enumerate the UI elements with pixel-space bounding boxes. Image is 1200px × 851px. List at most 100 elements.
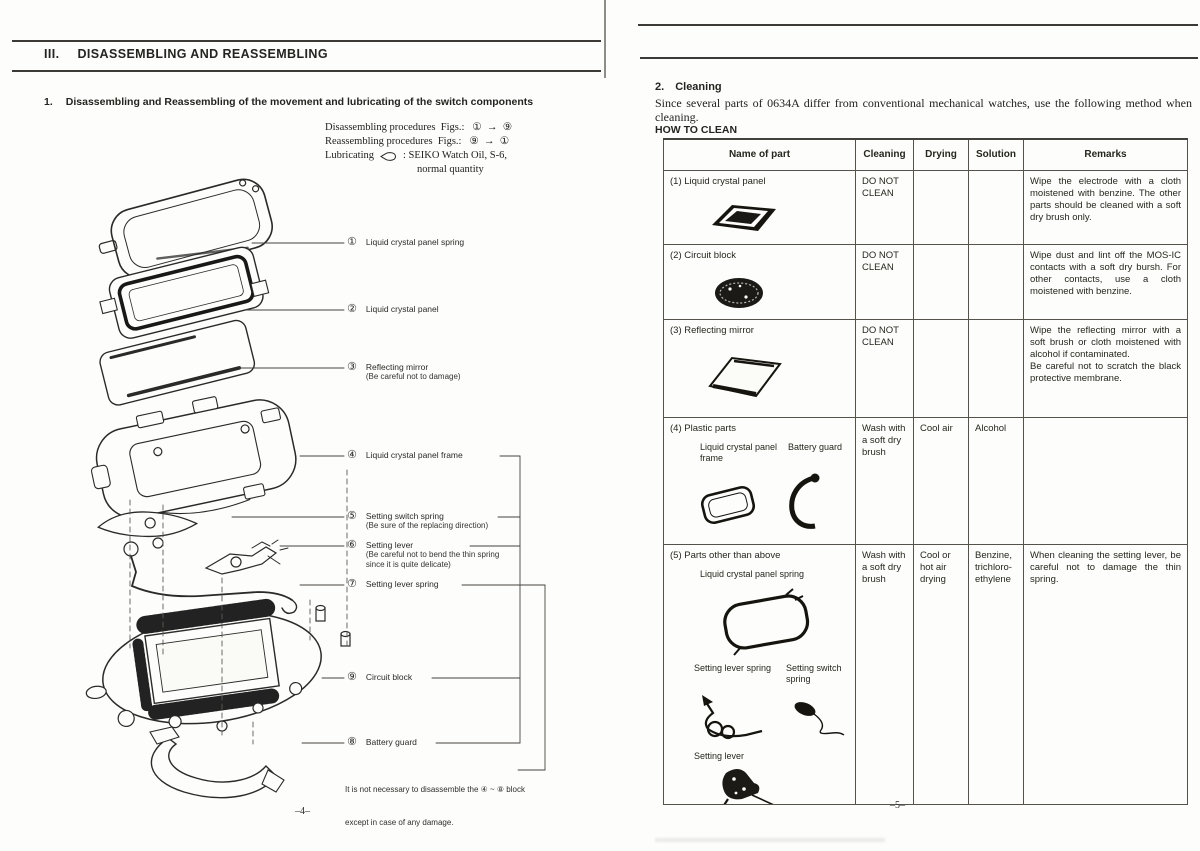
how-to-clean-title: HOW TO CLEAN: [655, 124, 738, 136]
table-row: (2) Circuit block DO NOT CLEAN Wipe dust…: [663, 244, 1188, 320]
solution-cell: Alcohol: [968, 417, 1024, 545]
solution-cell: [968, 319, 1024, 418]
table-row: (5) Parts other than above Liquid crysta…: [663, 544, 1188, 805]
liquid-crystal-panel-illustration: [712, 205, 776, 231]
subsection-heading: 1. Disassembling and Reassembling of the…: [44, 96, 584, 108]
part-name: (4) Plastic parts: [670, 423, 736, 434]
remarks-cell: Wipe the electrode with a cloth moistene…: [1023, 170, 1188, 245]
part-circuit-block: [85, 598, 351, 729]
drying-cell: [913, 244, 969, 320]
label-lcd-panel: ② Liquid crystal panel: [347, 303, 439, 315]
remarks-cell: [1023, 417, 1188, 545]
cleaning-cell: Wash with a soft dry brush: [855, 544, 914, 805]
assembly-guide-lines: [129, 469, 348, 745]
lubricating-value: : SEIKO Watch Oil, S-6,: [402, 150, 507, 161]
diagram-footnote: It is not necessary to disassemble the ④…: [345, 785, 525, 827]
oil-symbol-icon: [380, 151, 396, 161]
col-name-of-part: Name of part: [663, 138, 856, 171]
drying-cell: Cool or hot air drying: [913, 544, 969, 805]
label-battery-guard: ⑧ Battery guard: [347, 736, 417, 748]
label-switch-spring: ⑤ Setting switch spring (Be sure of the …: [347, 510, 489, 530]
reflecting-mirror-illustration: [708, 356, 782, 398]
battery-guard-illustration: [789, 473, 820, 529]
label-setting-lever: ⑥ Setting lever (Be careful not to bend …: [347, 539, 500, 569]
label-circuit-block: ⑨ Circuit block: [347, 671, 413, 683]
cleaning-heading: 2. Cleaning: [655, 81, 722, 93]
leader-lines: [231, 242, 546, 771]
part-name: (1) Liquid crystal panel: [670, 176, 766, 187]
table-row: (4) Plastic parts Liquid crystal panel f…: [663, 417, 1188, 545]
part-battery-guard: [149, 720, 285, 799]
procedures-block: Disassembling procedures Figs.: ① → ⑨ Re…: [325, 121, 512, 177]
cleaning-intro: Since several parts of 0634A differ from…: [655, 96, 1192, 124]
cleaning-section-title: Cleaning: [675, 81, 722, 93]
sub-label-battery-guard: Battery guard: [788, 442, 843, 452]
cleaning-table: Name of part Cleaning Drying Solution Re…: [663, 138, 1188, 805]
panel-spring-illustration: [723, 588, 810, 656]
switch-spring-illustration: [794, 702, 845, 736]
solution-cell: Benzine, trichloro- ethylene: [968, 544, 1024, 805]
label-panel-frame: ④ Liquid crystal panel frame: [347, 449, 463, 461]
header-rule-bottom: [12, 70, 601, 72]
col-remarks: Remarks: [1023, 138, 1188, 171]
header-rule-top: [12, 40, 601, 42]
reassembling-procedure: Reassembling procedures Figs.: ⑨ → ①: [325, 136, 510, 147]
disassembling-procedure: Disassembling procedures Figs.: ① → ⑨: [325, 122, 513, 133]
page-number-right: –5–: [890, 800, 905, 811]
solution-cell: [968, 170, 1024, 245]
part-switch-spring: [97, 511, 199, 538]
scan-bleed-artifact: [655, 838, 885, 842]
cleaning-section-number: 2.: [655, 81, 665, 93]
page-header: III. DISASSEMBLING AND REASSEMBLING: [44, 47, 328, 61]
right-header-rule-bottom: [640, 57, 1198, 59]
lever-spring-illustration: [702, 695, 763, 740]
part-reflecting-mirror: [99, 319, 256, 406]
label-lever-spring: ⑦ Setting lever spring: [347, 578, 439, 590]
cleaning-cell: DO NOT CLEAN: [855, 319, 914, 418]
cleaning-cell: Wash with a soft dry brush: [855, 417, 914, 545]
page-number-left: –4–: [295, 806, 310, 817]
panel-frame-illustration: [700, 485, 756, 525]
lubricating-value-2: normal quantity: [417, 164, 484, 175]
sub-label-panel-frame: Liquid crystal panel frame: [700, 442, 778, 463]
circuit-block-illustration: [715, 278, 763, 308]
sub-label-panel-spring: Liquid crystal panel spring: [700, 569, 805, 579]
label-panel-spring: ① Liquid crystal panel spring: [347, 236, 465, 248]
drying-cell: [913, 170, 969, 245]
part-name: (3) Reflecting mirror: [670, 325, 754, 336]
sub-label-lever-spring: Setting lever spring: [694, 663, 772, 673]
subsection-number: 1.: [44, 96, 53, 108]
cleaning-table-wrap: Name of part Cleaning Drying Solution Re…: [663, 138, 1188, 805]
lubricating-procedure: Lubricating : SEIKO Watch Oil, S-6,: [325, 149, 512, 163]
cleaning-cell: DO NOT CLEAN: [855, 244, 914, 320]
exploded-view-diagram: [85, 178, 546, 799]
sub-label-switch-spring: Setting switch spring: [786, 663, 842, 684]
table-row: (1) Liquid crystal panel DO NOT CLEAN Wi…: [663, 170, 1188, 245]
solution-cell: [968, 244, 1024, 320]
sub-label-setting-lever: Setting lever: [694, 751, 745, 761]
page-edge-line: [604, 0, 606, 78]
part-name: (2) Circuit block: [670, 250, 736, 261]
label-reflecting-mirror: ③ Reflecting mirror (Be careful not to d…: [347, 361, 461, 381]
part-name: (5) Parts other than above: [670, 550, 781, 561]
drying-cell: [913, 319, 969, 418]
cleaning-cell: DO NOT CLEAN: [855, 170, 914, 245]
col-drying: Drying: [913, 138, 969, 171]
part-setting-lever: [204, 539, 289, 575]
section-number: III.: [44, 47, 60, 61]
table-row: (3) Reflecting mirror DO NOT CLEAN Wipe …: [663, 319, 1188, 418]
part-panel-frame: [90, 396, 297, 519]
col-cleaning: Cleaning: [855, 138, 914, 171]
col-solution: Solution: [968, 138, 1024, 171]
part-lcd-panel: [99, 246, 270, 339]
remarks-cell: When cleaning the setting lever, be care…: [1023, 544, 1188, 805]
drying-cell: Cool air: [913, 417, 969, 545]
setting-lever-illustration: [722, 769, 773, 804]
subsection-title: Disassembling and Reassembling of the mo…: [65, 96, 534, 108]
table-header-row: Name of part Cleaning Drying Solution Re…: [663, 138, 1188, 171]
remarks-cell: Wipe dust and lint off the MOS-IC contac…: [1023, 244, 1188, 320]
section-title: DISASSEMBLING AND REASSEMBLING: [77, 47, 328, 61]
lubricating-label: Lubricating: [325, 150, 374, 161]
